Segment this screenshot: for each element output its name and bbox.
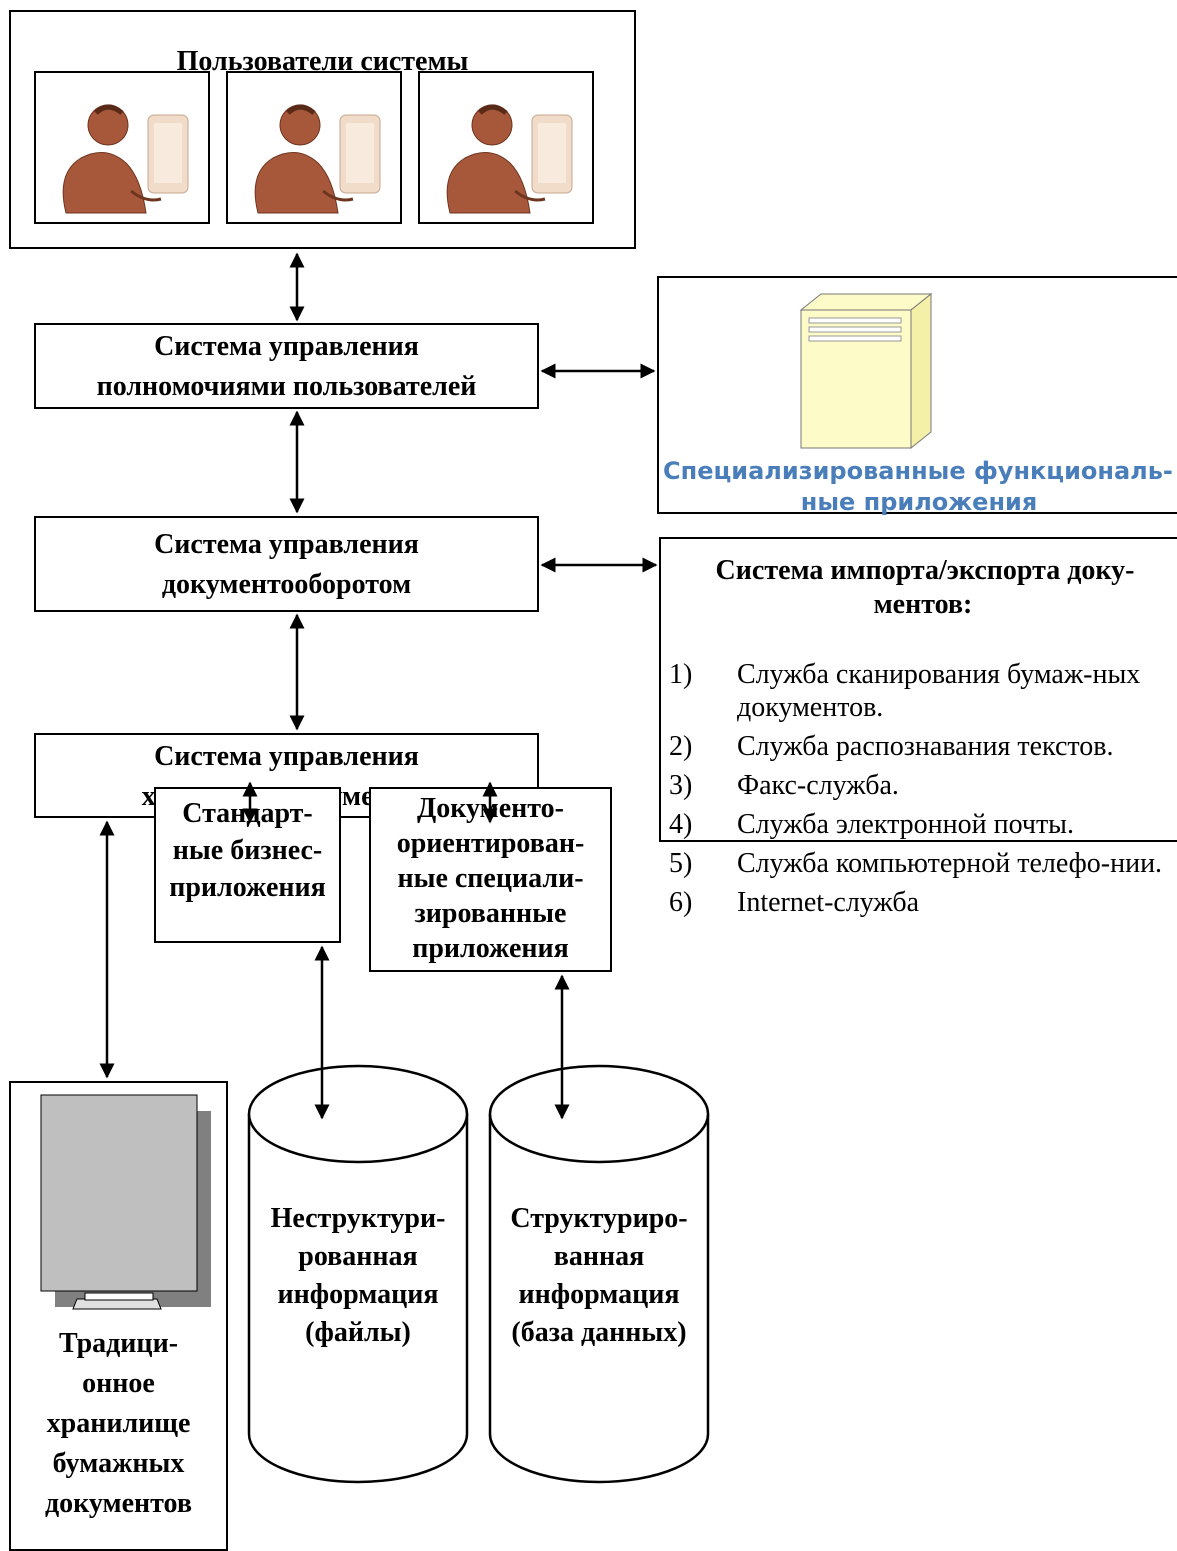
doc-apps-line: приложения bbox=[412, 933, 569, 964]
doc-flow-line2: документооборотом bbox=[161, 569, 412, 600]
list-item: 3)Факс-служба. bbox=[669, 770, 899, 801]
standard-apps-box: Стандарт- ные бизнес- приложения bbox=[154, 787, 341, 943]
unstructured-line: (файлы) bbox=[305, 1317, 411, 1348]
list-item: 6)Internet-служба bbox=[669, 887, 920, 918]
special-apps-label-line1: Специализированные функциональ- bbox=[663, 457, 1173, 485]
user-at-computer-icon bbox=[446, 104, 573, 214]
list-item: 5)Служба компьютерной телефо-нии. bbox=[669, 848, 1163, 879]
unstructured-line: Неструктури- bbox=[270, 1203, 446, 1234]
unstructured-db-label: Неструктури- рованная информация (файлы) bbox=[249, 1200, 467, 1352]
standard-apps-line: приложения bbox=[169, 872, 326, 903]
doc-flow-line1: Система управления bbox=[154, 529, 419, 560]
paper-storage-box: Традици- онное хранилище бумажных докуме… bbox=[9, 1081, 228, 1551]
paper-storage-line: онное bbox=[82, 1368, 155, 1399]
structured-db-label: Структуриро- ванная информация (база дан… bbox=[488, 1200, 710, 1352]
user-at-computer-icon bbox=[62, 104, 189, 214]
paper-storage-line: бумажных bbox=[52, 1448, 185, 1479]
rights-management-line2: полномочиями пользователей bbox=[96, 371, 477, 402]
doc-apps-line: зированные bbox=[414, 898, 567, 929]
paper-storage-line: хранилище bbox=[46, 1408, 191, 1439]
doc-flow-box: Система управления документооборотом bbox=[34, 516, 539, 612]
storage-management-line1: Система управления bbox=[154, 741, 419, 772]
doc-apps-line: ные специали- bbox=[397, 863, 584, 894]
paper-storage-line: Традици- bbox=[58, 1328, 179, 1359]
unstructured-db-cylinder bbox=[247, 1064, 469, 1484]
import-export-title-line2: ментов: bbox=[873, 589, 973, 620]
import-export-title-line1: Система импорта/экспорта доку- bbox=[715, 555, 1135, 586]
structured-line: (база данных) bbox=[511, 1317, 687, 1348]
rights-management-line1: Система управления bbox=[154, 331, 419, 362]
paper-storage-line: документов bbox=[45, 1488, 192, 1519]
standard-apps-line: ные бизнес- bbox=[172, 835, 323, 866]
doc-apps-line: ориентирован- bbox=[396, 828, 585, 859]
structured-line: Структуриро- bbox=[510, 1203, 688, 1234]
list-item: 2)Служба распознавания текстов. bbox=[669, 731, 1114, 762]
user-photo-3 bbox=[418, 71, 594, 224]
special-apps-box: Специализированные функциональ- ные прил… bbox=[657, 276, 1177, 516]
unstructured-line: информация bbox=[277, 1279, 439, 1310]
import-export-list: 1)Служба сканирования бумаж-ных документ… bbox=[669, 658, 1177, 925]
user-at-computer-icon bbox=[254, 104, 381, 214]
special-apps-label-line2: ные приложения bbox=[800, 488, 1038, 516]
list-item: 1)Служба сканирования бумаж-ных документ… bbox=[669, 659, 1141, 723]
structured-db-cylinder bbox=[488, 1064, 710, 1484]
paper-archive-icon bbox=[40, 1094, 211, 1310]
server-tower-icon bbox=[799, 292, 933, 450]
rights-management-box: Система управления полномочиями пользова… bbox=[34, 323, 539, 409]
structured-line: информация bbox=[518, 1279, 680, 1310]
user-photo-2 bbox=[226, 71, 402, 224]
user-photo-1 bbox=[34, 71, 210, 224]
structured-line: ванная bbox=[553, 1241, 645, 1272]
unstructured-line: рованная bbox=[298, 1241, 418, 1272]
import-export-box: Система импорта/экспорта доку- ментов: 1… bbox=[659, 537, 1177, 918]
list-item: 4)Служба электронной почты. bbox=[669, 809, 1074, 840]
